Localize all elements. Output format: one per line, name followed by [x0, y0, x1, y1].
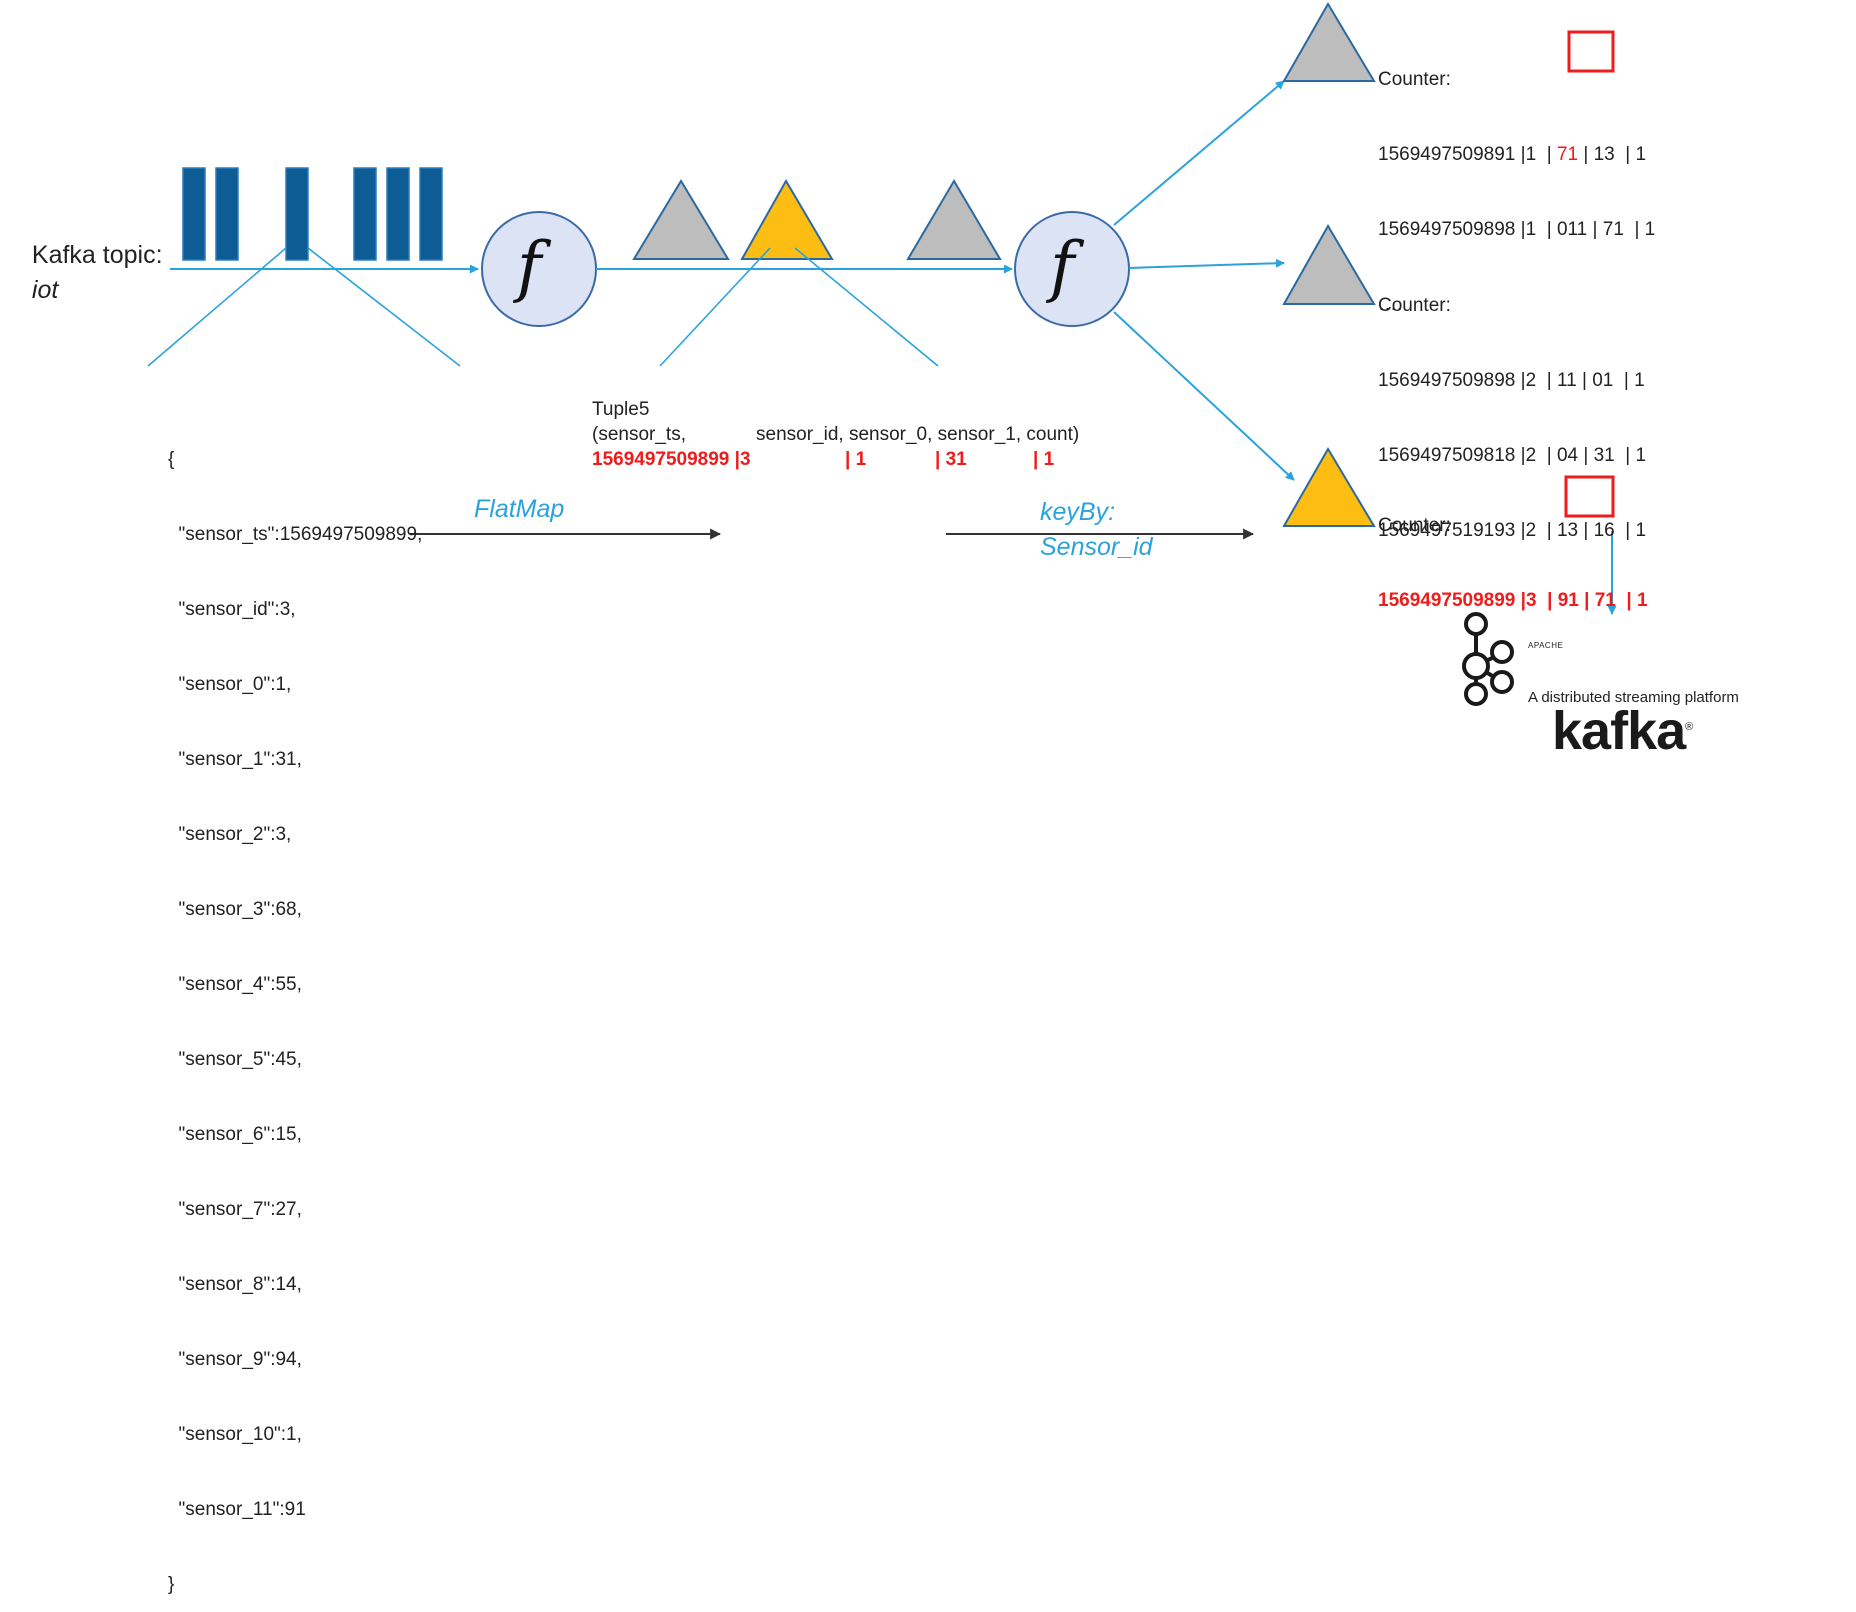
highlight-box-top: [1567, 30, 1615, 73]
counter-row: 1569497509818 |2 | 04 | 31 | 1: [1378, 445, 1647, 466]
json-line: "sensor_9":94,: [168, 1349, 302, 1370]
tuple-value-ts-id: 1569497509899 |3: [592, 449, 751, 470]
event-bar: [386, 167, 410, 261]
counter-row: 1569497509898 |2 | 11 | 01 | 1: [1378, 370, 1645, 391]
counter-row: 1569497509899 |3 | 91 | 71 | 1: [1378, 590, 1648, 611]
function-symbol-1: f: [517, 228, 542, 305]
json-record: { "sensor_ts":1569497509899, "sensor_id"…: [168, 397, 422, 1612]
json-line: "sensor_8":14,: [168, 1274, 302, 1295]
function-node-2: [1014, 211, 1130, 327]
zoom-line: [659, 247, 771, 367]
counter-triangle-1: [1282, 2, 1376, 82]
json-line: "sensor_id":3,: [168, 599, 296, 620]
counter-3: Counter: 1569497509899 |3 | 91 | 71 | 1: [1378, 463, 1648, 638]
branch-arrow-middle: [1128, 258, 1285, 269]
json-line: "sensor_10":1,: [168, 1424, 302, 1445]
tuple-value-s1: | 31: [935, 449, 967, 470]
tuple-triangle-gray: [906, 179, 1002, 260]
event-bar: [285, 167, 309, 261]
tuple-field-rest: sensor_id, sensor_0, sensor_1, count): [756, 424, 1080, 445]
json-line: "sensor_1":31,: [168, 749, 302, 770]
tuple-title: Tuple5: [592, 399, 650, 420]
json-close-brace: }: [168, 1574, 175, 1595]
json-open-brace: {: [168, 449, 175, 470]
json-line: "sensor_5":45,: [168, 1049, 302, 1070]
counter-row: 1569497509891 |1 | 71 | 13 | 1: [1378, 144, 1647, 165]
zoom-line: [794, 247, 939, 367]
event-bar: [182, 167, 206, 261]
event-bar: [215, 167, 239, 261]
counter-label: Counter:: [1378, 69, 1451, 90]
counter-row: 1569497509898 |1 | 011 | 71 | 1: [1378, 219, 1656, 240]
json-line: "sensor_6":15,: [168, 1124, 302, 1145]
diagram-canvas: [147, 2, 1617, 706]
counter-ellipsis: ….: [1378, 294, 1403, 315]
counter-triangle-3: [1282, 447, 1376, 527]
kafka-logo-tagline: A distributed streaming platform: [1528, 689, 1739, 706]
zoom-line: [307, 247, 461, 367]
kafka-topic-label: Kafka topic:: [18, 210, 163, 270]
tuple-triangle-gray: [632, 179, 730, 260]
topic-events: [182, 167, 443, 261]
json-line: "sensor_2":3,: [168, 824, 292, 845]
kafka-logo-wordmark: kafka®: [1552, 701, 1693, 761]
kafka-topic-heading: Kafka topic:: [31, 241, 163, 269]
counter-label: Counter:: [1378, 515, 1451, 536]
keyby-label-line2: Sensor_id: [1040, 533, 1153, 561]
branch-arrow-bottom: [1113, 311, 1295, 481]
counter-1: Counter: 1569497509891 |1 | 71 | 13 | 1 …: [1378, 17, 1655, 342]
counter-triangle-2: [1282, 223, 1376, 305]
event-bar: [419, 167, 443, 261]
flatmap-label: FlatMap: [474, 495, 565, 523]
json-line: "sensor_ts":1569497509899,: [168, 524, 423, 545]
tuple-field-ts: (sensor_ts,: [592, 424, 686, 445]
kafka-logo-apache: APACHE: [1528, 641, 1564, 650]
json-line: "sensor_7":27,: [168, 1199, 302, 1220]
tuple-value-s0: | 1: [845, 449, 867, 470]
json-line: "sensor_11":91: [168, 1499, 306, 1520]
json-line: "sensor_3":68,: [168, 899, 302, 920]
tuple-value-count: | 1: [1033, 449, 1055, 470]
highlight-box-bottom: [1564, 475, 1615, 518]
branch-arrow-top: [1113, 80, 1285, 226]
counter-label: Counter:: [1378, 295, 1451, 316]
json-line: "sensor_4":55,: [168, 974, 302, 995]
counter-row: 1569497519193 |2 | 13 | 16 | 1: [1378, 520, 1647, 541]
json-line: "sensor_0":1,: [168, 674, 292, 695]
zoom-line: [147, 247, 287, 367]
tuple-triangle-yellow: [740, 178, 834, 260]
kafka-topic-name: iot: [31, 276, 59, 304]
function-symbol-2: f: [1050, 228, 1075, 305]
keyby-label-line1: keyBy:: [1040, 498, 1116, 526]
event-bar: [353, 167, 377, 261]
kafka-logo-icon: [1462, 612, 1514, 706]
counter-2: Counter: 1569497509898 |2 | 11 | 01 | 1 …: [1378, 243, 1646, 568]
